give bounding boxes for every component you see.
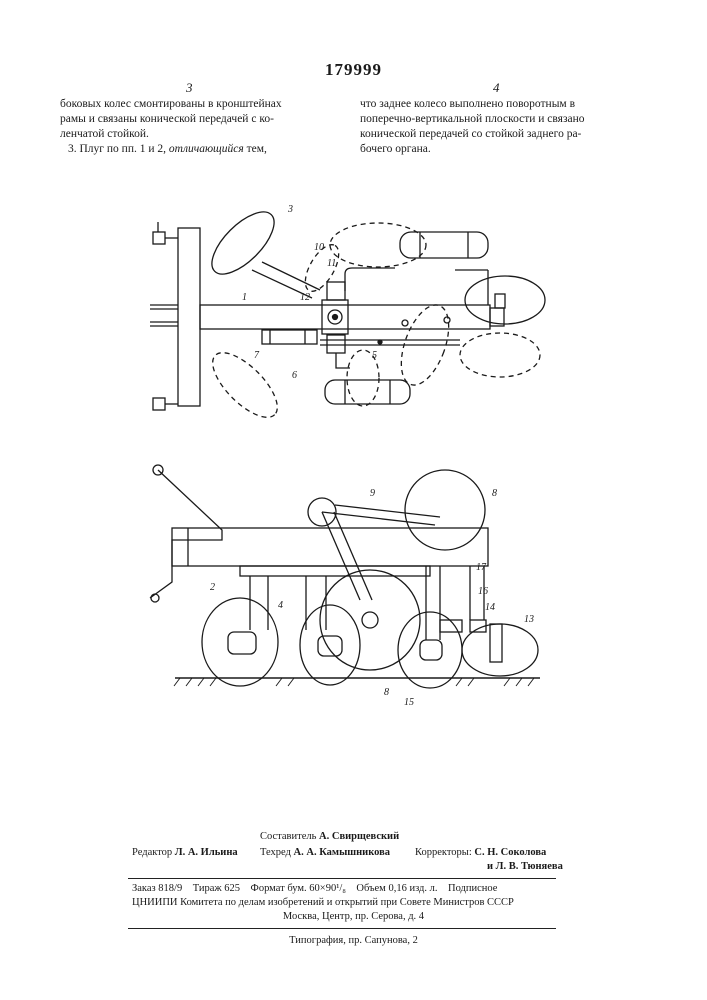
lower-roller-wheel	[325, 380, 410, 404]
front-disc	[202, 202, 284, 284]
front-disc-alt-position	[203, 343, 288, 428]
compiler-name: А. Свирщевский	[319, 831, 399, 842]
label-9: 9	[370, 488, 375, 499]
editor-label: Редактор	[132, 847, 172, 858]
label-5: 5	[372, 350, 377, 361]
label-4: 4	[278, 600, 283, 611]
hitch-pin-bottom	[153, 398, 165, 410]
corrector-2: и Л. В. Тюняева	[487, 861, 563, 872]
hitch-tower	[150, 470, 222, 598]
footer-divider-bottom	[128, 928, 556, 929]
label-8-upper: 8	[492, 488, 497, 499]
label-11: 11	[327, 258, 336, 269]
correctors-label: Корректоры:	[415, 847, 472, 858]
label-6: 6	[292, 370, 297, 381]
side-middle-wheel	[300, 605, 360, 685]
side-upper-rear-wheel	[405, 470, 485, 550]
order-line: Заказ 818/9 Тираж 625 Формат бум. 60×90¹…	[132, 882, 497, 896]
rear-wheel-alt-position	[460, 333, 540, 377]
corrector-1: С. Н. Соколова	[474, 847, 546, 858]
label-15: 15	[404, 697, 414, 708]
footer-divider-top	[128, 878, 556, 879]
compiler-line: Составитель А. Свирщевский	[260, 830, 399, 844]
label-2: 2	[210, 582, 215, 593]
techred-line: Техред А. А. Камышникова	[260, 846, 390, 860]
top-view	[150, 202, 545, 427]
label-12: 12	[300, 292, 310, 303]
label-17: 17	[476, 562, 487, 573]
org-line: ЦНИИПИ Комитета по делам изобретений и о…	[132, 896, 514, 910]
lower-wheel-arm	[336, 353, 350, 368]
upper-roller-wheel	[400, 232, 488, 258]
side-main-beam	[172, 528, 488, 566]
side-rear-low-wheel	[398, 612, 462, 688]
editor-line: Редактор Л. А. Ильина	[132, 846, 238, 860]
corrector-2-line: и Л. В. Тюняева	[487, 860, 563, 874]
side-rear-wheel	[462, 624, 538, 676]
side-view	[150, 465, 540, 688]
side-front-wheel	[202, 598, 278, 686]
side-lower-rod	[240, 566, 430, 576]
address-line: Москва, Центр, пр. Серова, д. 4	[0, 910, 707, 924]
label-10: 10	[314, 242, 324, 253]
hitch-bar	[178, 228, 200, 406]
upper-wheel-alt-position	[330, 223, 426, 267]
correctors-line: Корректоры: С. Н. Соколова	[415, 846, 546, 860]
editor-name: Л. А. Ильина	[175, 847, 238, 858]
hitch-pin-top	[153, 232, 165, 244]
label-7: 7	[254, 350, 260, 361]
techred-label: Техред	[260, 847, 291, 858]
label-8-lower: 8	[384, 687, 389, 698]
label-16: 16	[478, 586, 488, 597]
side-center-wheel	[320, 570, 420, 670]
label-13: 13	[524, 614, 534, 625]
crank-post-lower	[327, 335, 345, 353]
upper-wheel-arm	[345, 268, 395, 291]
label-14: 14	[485, 602, 495, 613]
compiler-label: Составитель	[260, 831, 316, 842]
label-1: 1	[242, 292, 247, 303]
label-3: 3	[287, 204, 293, 215]
typography-line: Типография, пр. Сапунова, 2	[0, 934, 707, 948]
crank-post-upper	[327, 282, 345, 300]
techred-name: А. А. Камышникова	[294, 847, 391, 858]
